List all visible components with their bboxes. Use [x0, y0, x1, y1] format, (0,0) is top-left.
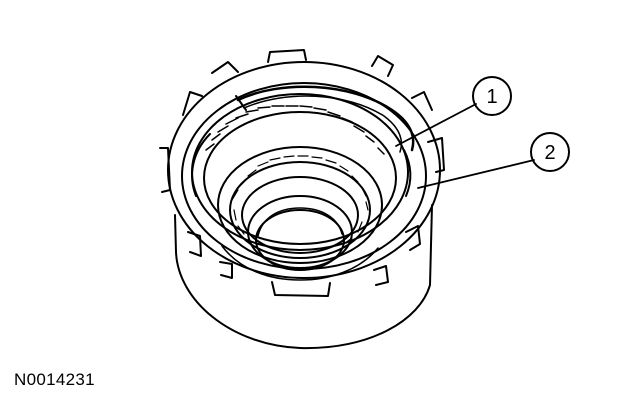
rim-tab: [187, 231, 202, 257]
callout-1-circle: [472, 76, 512, 116]
rim-tab: [405, 225, 421, 251]
snap-ring-upper-inner: [243, 95, 403, 153]
rim-tab: [267, 49, 307, 63]
figure-id: N0014231: [14, 370, 95, 389]
bearing-outer: [217, 146, 383, 264]
snap-ring-upper: [236, 85, 415, 152]
bearing-rollers: [231, 155, 369, 245]
callout-2-number: 2: [544, 142, 555, 164]
snap-ring-outer-right: [403, 149, 412, 197]
rim-tab: [219, 261, 233, 279]
spline-hatching: [205, 105, 385, 155]
rim-tab: [182, 91, 203, 116]
bearing-mid: [229, 161, 371, 259]
callout-2-circle: [530, 132, 570, 172]
leader-2: [417, 159, 535, 189]
drum-rim-inner: [181, 82, 427, 270]
drum-body-outline: [174, 204, 433, 350]
callout-1-number: 1: [486, 86, 497, 108]
rim-tab: [371, 55, 394, 77]
hub-bore-outer: [247, 195, 353, 269]
rim-tab: [427, 137, 445, 173]
hub-bore-inner: [255, 209, 345, 271]
rim-tab: [373, 265, 389, 286]
snap-ring-outer: [191, 133, 211, 197]
rim-tab: [211, 61, 239, 74]
bearing-inner: [241, 176, 359, 254]
drum-floor: [221, 245, 379, 281]
rim-tab: [159, 147, 171, 193]
rim-tab: [271, 281, 331, 297]
snap-ring-gap: [235, 95, 247, 111]
hub-bore-shadow: [257, 207, 343, 237]
rim-tab: [411, 91, 433, 111]
leader-1: [395, 103, 477, 147]
clutch-pack-inner: [203, 111, 397, 245]
